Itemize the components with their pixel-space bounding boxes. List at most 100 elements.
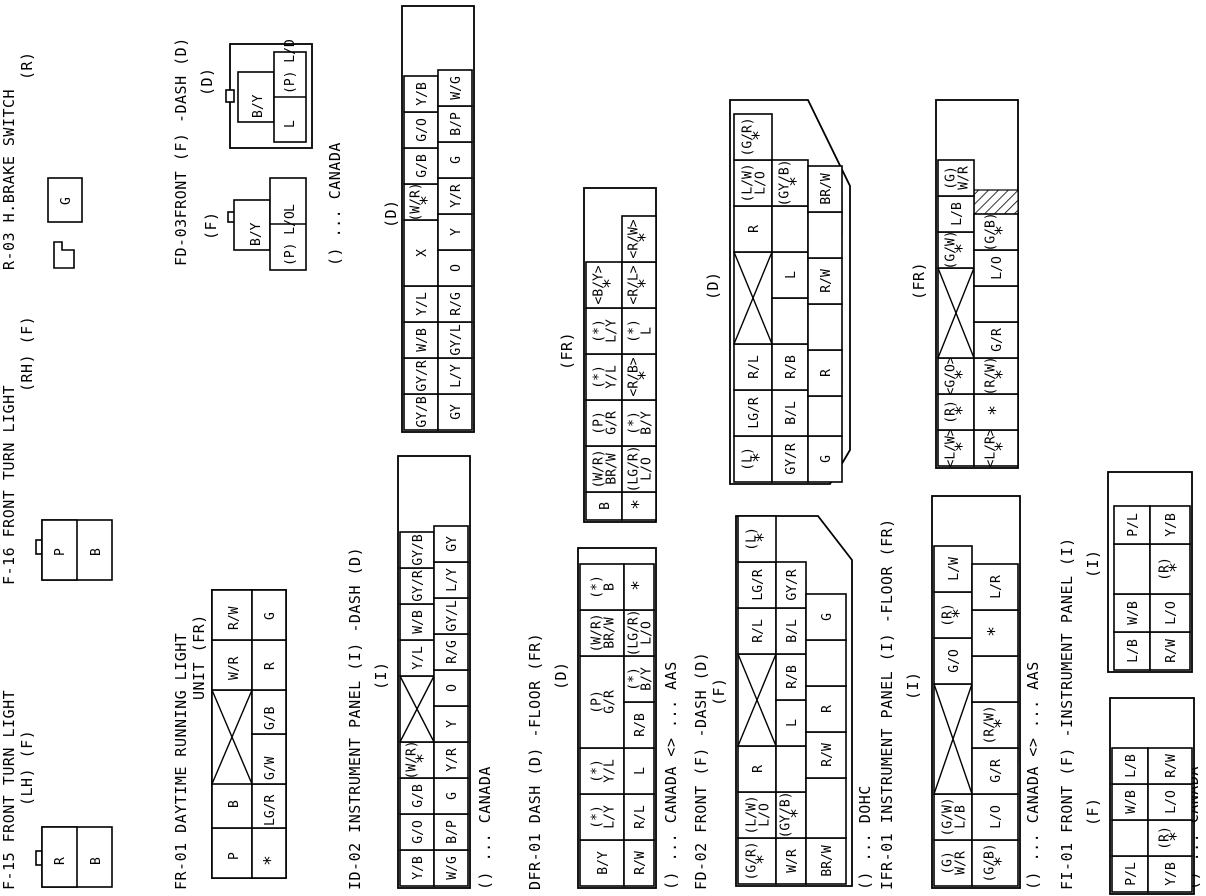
pin: B <box>89 857 104 865</box>
pin-label: (L) <box>741 447 756 470</box>
f15-title: F-15 FRONT TURN LIGHT <box>0 690 18 890</box>
pin-label: G/R <box>989 759 1004 783</box>
pin-label: R/L <box>751 619 766 643</box>
connector-fd03-d: B/Y L (P) L/D <box>225 39 313 149</box>
pin-label: W/R <box>785 849 800 873</box>
pin-label: * <box>786 176 807 187</box>
pin-label: G <box>820 613 835 621</box>
pin-label: O <box>445 684 460 692</box>
pin-label: * <box>753 532 774 543</box>
pin-label: (LG/R) <box>627 609 642 656</box>
pin-label: L/O <box>989 805 1004 829</box>
pin-label: * <box>992 225 1013 236</box>
pin-label: * <box>952 405 973 416</box>
pin-label: GY <box>445 536 460 552</box>
pin-label: R/W <box>820 743 835 767</box>
pin-label: * <box>628 580 649 591</box>
pin-label: P/L <box>1126 513 1141 537</box>
pin-label: * <box>749 130 770 141</box>
pin-label: L/B <box>954 805 969 829</box>
pin-label: * <box>985 405 1006 416</box>
pin: B <box>227 800 242 808</box>
pin-label: * <box>952 369 973 380</box>
pin-label: * <box>991 856 1012 867</box>
pin-label: BR/W <box>820 845 835 876</box>
pin-label: Y/B <box>1164 862 1179 886</box>
pin-label: G <box>449 156 464 164</box>
pin-label: Y/R <box>449 184 464 208</box>
pin-label: B/L <box>785 619 800 643</box>
connector-id02-i: Y/BG/OG/B(W/R)*Y/LW/BGY/RGY/BW/GB/PGY/RY… <box>397 455 471 889</box>
pin-label: GY/R <box>415 360 430 391</box>
pin-label: GY/R <box>784 443 799 474</box>
pin-label: R/G <box>449 292 464 316</box>
pin-label: (R) <box>941 603 956 626</box>
connector-fd02-f: (G/R)*(L/W)L/ORR/LLG/R(L)*W/R(GY/B)*LR/B… <box>735 515 853 887</box>
pin: R/W <box>227 606 242 630</box>
ifr01-note: () ... CANADA <> ... AAS <box>1024 661 1042 890</box>
pin-label: BR/W <box>605 453 620 484</box>
pin-label: * <box>952 441 973 452</box>
pin-label: GY/R <box>785 569 800 600</box>
connector-fd02-d: (L)*LG/RR/LR(L/W)L/O(G/R)*GY/RB/LR/BL(GY… <box>729 99 851 485</box>
pin-label: R <box>751 765 766 773</box>
pin-label: L/O <box>990 256 1005 280</box>
pin-label: (G) <box>941 851 956 874</box>
pin-label: (G/W) <box>944 230 959 269</box>
pin-label: (R) <box>1158 826 1173 849</box>
pin-label: L <box>640 327 655 335</box>
pin-label: GY <box>449 404 464 420</box>
pin-label: W/B <box>415 328 430 352</box>
pin-label: P/L <box>1124 862 1139 886</box>
pin-label: B <box>598 502 613 510</box>
pin-label: <L/R> <box>984 428 999 467</box>
pin: L <box>283 204 298 212</box>
dfr01-note: () ... CANADA <> ... AAS <box>662 661 680 890</box>
connector-fi01-i: L/BW/BP/LR/WL/O(R)*Y/B <box>1107 471 1193 673</box>
connector-f16: P B <box>35 519 113 581</box>
pin-label: R/W <box>819 269 834 293</box>
pin-label: R/L <box>633 805 648 829</box>
pin-label: L/O <box>640 457 655 481</box>
pin-label: L/B <box>1124 754 1139 778</box>
pin-label: X <box>415 249 430 257</box>
pin-label: (R/W) <box>984 356 999 395</box>
pin-label: (W/R) <box>405 740 420 779</box>
pin-label: (*) <box>590 805 605 828</box>
dfr01-title: DFR-01 DASH (D) -FLOOR (FR) <box>526 633 544 890</box>
id02-d-label: (D) <box>382 199 400 228</box>
ifr01-title: IFR-01 INSTRUMENT PANEL (I) -FLOOR (FR) <box>878 518 896 890</box>
pin-label: L <box>785 719 800 727</box>
pin-label: L/O <box>1164 601 1179 625</box>
pin-label: W/R <box>957 166 972 190</box>
pin-label: GY/B <box>411 534 426 565</box>
pin-label: LG/R <box>751 569 766 600</box>
pin-label: Y/B <box>1164 513 1179 537</box>
fd03-title: FD-03FRONT (F) -DASH (D) <box>172 37 190 266</box>
pin-label: L/O <box>754 171 769 195</box>
pin-label: (G/B) <box>983 843 998 882</box>
pin-label: (*) <box>627 411 642 434</box>
pin-label: W/B <box>1124 790 1139 814</box>
pin: W/R <box>227 656 242 680</box>
pin-label: * <box>635 278 656 289</box>
pin-label: G/O <box>947 649 962 673</box>
pin-label: W/G <box>449 76 464 100</box>
pin-label: (P) <box>590 690 605 713</box>
pin-label: L/Y <box>449 364 464 388</box>
pin-label: G/R <box>603 690 618 714</box>
pin-label: R/B <box>784 355 799 379</box>
pin-label: G <box>819 455 834 463</box>
pin-label: W/B <box>411 610 426 634</box>
pin-label: B/L <box>784 401 799 425</box>
pin-label: (R/W) <box>983 705 998 744</box>
pin-label: R/W <box>1164 639 1179 663</box>
pin-label: L/O <box>640 621 655 645</box>
fd03-note: () ... CANADA <box>326 142 344 266</box>
connector-fi01-f: P/LW/BL/BY/B(R)*L/OR/W <box>1109 697 1195 895</box>
fr01-subtitle: UNIT (FR) <box>190 614 208 700</box>
pin-label: LG/R <box>747 397 762 428</box>
pin: P <box>227 852 242 860</box>
pin-label: W/R <box>954 851 969 875</box>
